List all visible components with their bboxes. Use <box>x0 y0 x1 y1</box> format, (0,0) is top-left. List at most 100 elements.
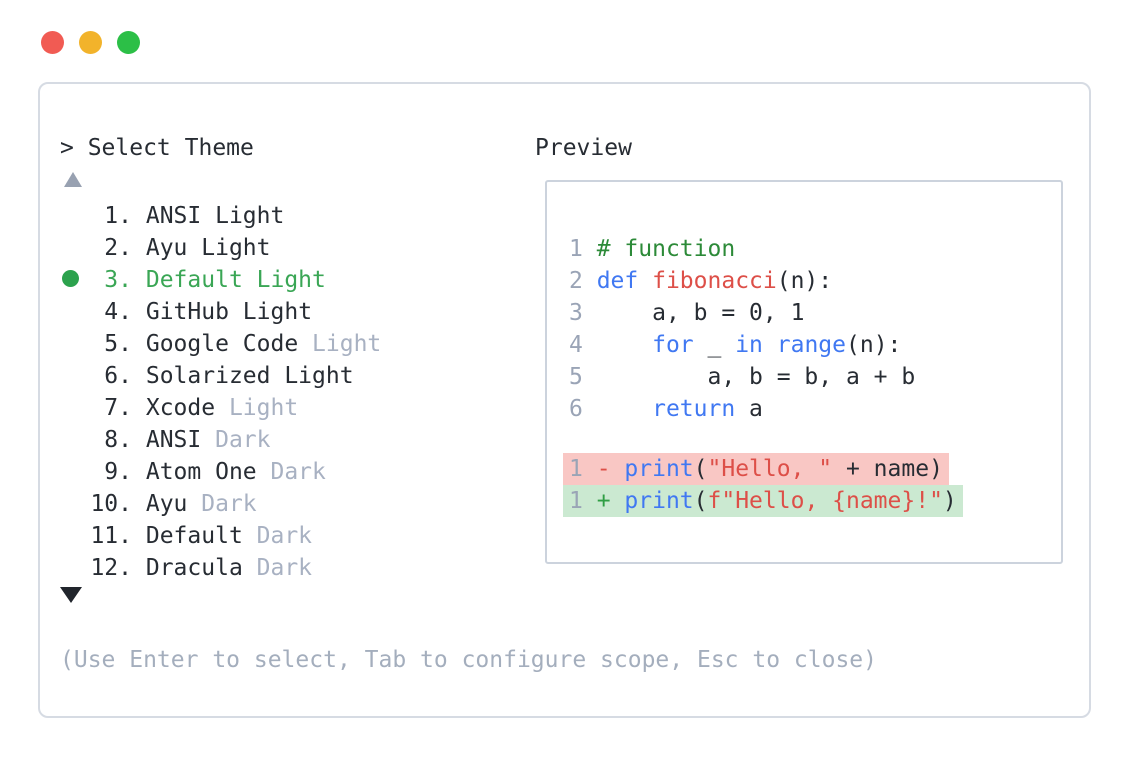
theme-variant: Light <box>242 267 326 293</box>
spacer <box>132 267 146 293</box>
code-token: range <box>776 332 846 358</box>
code-token: + name) <box>832 456 943 482</box>
theme-list-item[interactable]: 3. Default Light <box>60 264 381 296</box>
theme-variant: Dark <box>201 427 271 453</box>
code-token <box>597 332 652 358</box>
theme-list-item[interactable]: 10. Ayu Dark <box>60 488 381 520</box>
theme-variant: Light <box>215 395 299 421</box>
code-token <box>763 332 777 358</box>
code-line: 3 a, b = 0, 1 <box>569 297 915 329</box>
code-token: ( <box>693 456 708 482</box>
diff-removed-marker-icon: - <box>582 456 625 482</box>
code-token: # function <box>596 236 736 262</box>
line-number: 1 <box>569 488 583 514</box>
theme-number: 3. <box>104 267 132 293</box>
theme-number: 2. <box>104 235 132 261</box>
spacer <box>132 523 146 549</box>
spacer <box>132 395 146 421</box>
theme-name: Xcode <box>145 395 216 421</box>
code-token: _ <box>693 332 736 358</box>
theme-number: 9. <box>104 459 132 485</box>
selected-marker <box>60 264 90 296</box>
code-token: print <box>624 456 694 482</box>
theme-variant: Dark <box>187 491 257 517</box>
scroll-down-icon[interactable] <box>60 587 82 603</box>
line-number: 5 <box>569 364 597 390</box>
code-token: print <box>624 488 694 514</box>
theme-name: GitHub <box>145 299 229 325</box>
theme-list-item[interactable]: 12. Dracula Dark <box>60 552 381 584</box>
spacer <box>132 427 146 453</box>
code-token: "Hello, " <box>707 456 833 482</box>
theme-list-item[interactable]: 5. Google Code Light <box>60 328 381 360</box>
preview-label: Preview <box>535 135 632 161</box>
code-token: (n): <box>846 332 902 358</box>
theme-name: Default <box>145 267 243 293</box>
code-line: 4 for _ in range(n): <box>569 329 915 361</box>
zoom-button[interactable] <box>117 31 140 54</box>
theme-number: 7. <box>104 395 132 421</box>
theme-variant: Light <box>298 331 382 357</box>
theme-number: 1. <box>104 203 132 229</box>
spacer <box>132 203 146 229</box>
theme-variant: Light <box>201 203 285 229</box>
spacer <box>132 363 146 389</box>
minimize-button[interactable] <box>79 31 102 54</box>
code-line: 6 return a <box>569 393 915 425</box>
theme-list-item[interactable]: 1. ANSI Light <box>60 200 381 232</box>
diff-added-line: 1 + print(f"Hello, {name}!") <box>563 485 963 517</box>
theme-list-item[interactable]: 9. Atom One Dark <box>60 456 381 488</box>
spacer <box>132 459 146 485</box>
theme-name: Ayu <box>145 235 188 261</box>
code-token: in <box>735 332 763 358</box>
theme-name: ANSI <box>145 203 202 229</box>
diff-block: 1 - print("Hello, " + name)1 + print(f"H… <box>563 453 963 517</box>
code-token <box>638 268 652 294</box>
theme-number: 12. <box>90 555 132 581</box>
spacer <box>132 299 146 325</box>
code-line: 2 def fibonacci(n): <box>569 265 915 297</box>
code-token <box>597 396 652 422</box>
theme-name: Default <box>145 523 243 549</box>
window-controls <box>41 31 140 54</box>
spacer <box>132 555 146 581</box>
theme-variant: Dark <box>242 523 313 549</box>
scroll-up-icon[interactable] <box>64 172 82 187</box>
theme-variant: Light <box>228 299 313 325</box>
spacer <box>132 491 146 517</box>
theme-number: 4. <box>104 299 132 325</box>
code-token: a <box>735 396 763 422</box>
theme-name: Google Code <box>145 331 299 357</box>
theme-name: Atom One <box>145 459 257 485</box>
code-token: ) <box>942 488 957 514</box>
theme-list-item[interactable]: 2. Ayu Light <box>60 232 381 264</box>
theme-number: 6. <box>104 363 132 389</box>
theme-number: 10. <box>90 491 132 517</box>
theme-variant: Dark <box>242 555 313 581</box>
theme-list-item[interactable]: 11. Default Dark <box>60 520 381 552</box>
diff-removed-line: 1 - print("Hello, " + name) <box>563 453 949 485</box>
code-token: a, b = b, a + b <box>596 364 916 390</box>
theme-list-item[interactable]: 7. Xcode Light <box>60 392 381 424</box>
code-line: 1 # function <box>569 233 915 265</box>
code-line: 5 a, b = b, a + b <box>569 361 915 393</box>
theme-list-item[interactable]: 4. GitHub Light <box>60 296 381 328</box>
theme-number: 5. <box>104 331 132 357</box>
close-button[interactable] <box>41 31 64 54</box>
theme-name: Solarized <box>145 363 271 389</box>
theme-number: 8. <box>104 427 132 453</box>
spacer <box>132 331 146 357</box>
theme-variant: Light <box>187 235 271 261</box>
theme-name: Ayu <box>145 491 188 517</box>
theme-list-item[interactable]: 6. Solarized Light <box>60 360 381 392</box>
line-number: 6 <box>569 396 597 422</box>
code-token: def <box>596 268 639 294</box>
code-token: return <box>652 396 736 422</box>
theme-list-item[interactable]: 8. ANSI Dark <box>60 424 381 456</box>
diff-added-marker-icon: + <box>582 488 625 514</box>
theme-name: Dracula <box>145 555 243 581</box>
diff-row: 1 - print("Hello, " + name) <box>563 453 963 485</box>
